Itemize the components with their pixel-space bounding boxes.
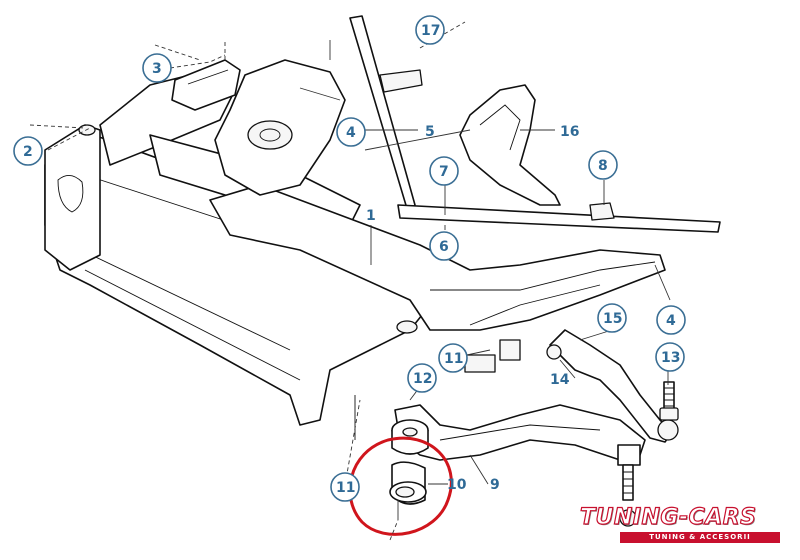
callout-1: 1 <box>366 208 376 224</box>
callout-9: 9 <box>490 477 500 493</box>
leader-lines <box>29 21 671 541</box>
logo-wordmark: TUNING-CARS <box>579 504 757 530</box>
bushing-10 <box>389 461 427 520</box>
svg-text:11: 11 <box>444 351 463 367</box>
svg-text:10: 10 <box>447 477 467 493</box>
callout-6: 6 <box>429 231 459 261</box>
svg-text:3: 3 <box>152 61 162 77</box>
svg-text:5: 5 <box>425 124 435 140</box>
callout-14: 14 <box>550 372 570 388</box>
svg-text:15: 15 <box>603 311 622 327</box>
tuning-cars-logo: TUNING-CARS TUNING & ACCESORII <box>579 504 785 550</box>
strut-tower-cover <box>214 59 346 196</box>
brace-bar <box>349 15 721 233</box>
svg-text:6: 6 <box>439 239 449 255</box>
tension-strut <box>546 329 679 443</box>
callout-10: 10 <box>447 477 467 493</box>
callout-3: 3 <box>142 53 172 83</box>
svg-text:4: 4 <box>666 313 676 329</box>
svg-text:9: 9 <box>490 477 500 493</box>
callout-13: 13 <box>655 342 685 372</box>
callout-5: 5 <box>425 124 435 140</box>
svg-text:1: 1 <box>366 208 376 224</box>
callout-4-upper: 4 <box>336 117 366 147</box>
callout-17: 17 <box>415 15 445 45</box>
svg-text:13: 13 <box>661 350 680 366</box>
svg-text:11: 11 <box>336 480 355 496</box>
control-arm <box>394 404 646 461</box>
callout-15: 15 <box>597 303 627 333</box>
bushing-12 <box>391 419 429 455</box>
heat-shield <box>459 84 561 206</box>
svg-text:7: 7 <box>439 164 449 180</box>
callout-11-lower: 11 <box>330 472 360 502</box>
logo-tagline: TUNING & ACCESORII <box>620 532 780 543</box>
svg-text:4: 4 <box>346 125 356 141</box>
svg-text:8: 8 <box>598 158 608 174</box>
callout-7: 7 <box>429 156 459 186</box>
lower-ball-joint <box>617 444 641 527</box>
svg-text:17: 17 <box>421 23 440 39</box>
svg-text:16: 16 <box>560 124 579 140</box>
callout-8: 8 <box>588 150 618 180</box>
svg-text:12: 12 <box>413 371 432 387</box>
ball-joint-bolt <box>659 381 679 421</box>
callout-2: 2 <box>13 136 43 166</box>
callout-12: 12 <box>407 363 437 393</box>
svg-text:2: 2 <box>23 144 33 160</box>
svg-text:14: 14 <box>550 372 570 388</box>
callout-4-lower: 4 <box>656 305 686 335</box>
bracket-3 <box>171 59 241 111</box>
callout-11-upper: 11 <box>438 343 468 373</box>
callout-16: 16 <box>560 124 579 140</box>
